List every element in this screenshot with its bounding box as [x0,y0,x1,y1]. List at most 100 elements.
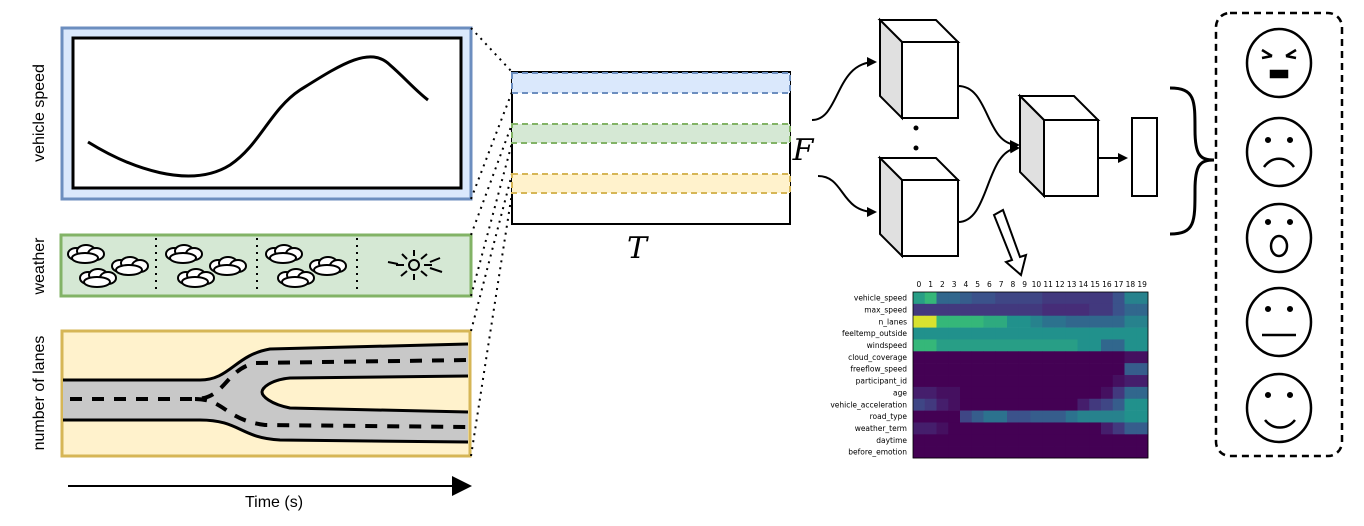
heatmap-cell [1077,410,1090,423]
heatmap-cell [948,327,961,340]
heatmap-cell [960,386,973,400]
heatmap-cell [1077,446,1090,459]
heatmap-cell [924,303,937,317]
heatmap-cell [983,375,996,388]
heatmap-cell [971,339,984,352]
heatmap-cell [971,410,984,423]
heatmap-cell [1007,363,1020,376]
heatmap-cell [1077,292,1090,305]
heatmap-cell [983,303,996,317]
heatmap-cell [1018,398,1031,411]
time-axis: Time (s) [68,476,472,511]
heatmap-cell [1077,351,1090,364]
heatmap-cell [924,410,937,423]
heatmap-cell [960,315,973,328]
cloud-icon [277,268,315,288]
heatmap-cell [1030,422,1043,435]
heatmap-cell [936,339,949,352]
heatmap-cell [971,292,984,305]
heatmap-row-label: freeflow_speed [850,365,907,374]
heatmap-cell [1030,446,1043,459]
heatmap-cell [1065,292,1078,305]
speed-curve [87,55,429,178]
heatmap-cell [983,363,996,376]
heatmap-cell [1089,446,1102,459]
heatmap-cell [1124,303,1137,317]
heatmap-cell [960,363,973,376]
heatmap-cell [1042,434,1055,447]
heatmap-column-label: 5 [975,280,980,289]
heatmap-cell [1136,315,1149,328]
heatmap-cell [1042,339,1055,352]
heatmap-cell [1136,363,1149,376]
heatmap-cell [1007,327,1020,340]
heatmap-cell [1065,339,1078,352]
heatmap-cell [1101,292,1114,305]
road-edge [63,342,469,382]
neutral-face-icon [1245,286,1313,358]
heatmap-cell [1101,410,1114,423]
heatmap-cell [1042,422,1055,435]
time-axis-label: Time (s) [245,494,303,511]
connector-line [470,142,513,297]
heatmap-cell [1101,327,1114,340]
heatmap-cell [936,410,949,423]
heatmap-cell [1077,363,1090,376]
heatmap-cell [971,315,984,328]
heatmap-cell [1077,339,1090,352]
heatmap-cell [1042,410,1055,423]
heatmap-cell [1054,292,1067,305]
heatmap-cell [1112,303,1125,317]
feature-matrix: T F [511,71,815,266]
heatmap-cell [1065,410,1078,423]
heatmap-cell [948,315,961,328]
encoder-cube-top [877,17,961,121]
heatmap-cell [936,434,949,447]
connector-lines [470,27,513,457]
sad-face-icon [1245,116,1313,188]
heatmap-cell [1065,446,1078,459]
heatmap-cell [913,315,926,328]
heatmap-cell [1124,446,1137,459]
heatmap-cell [913,351,926,364]
heatmap-cell [1030,327,1043,340]
heatmap-cell [1124,292,1137,305]
heatmap-cell [1042,375,1055,388]
heatmap-cell [995,351,1008,364]
heatmap-frame [912,291,1149,459]
heatmap-cell [995,375,1008,388]
heatmap-cell [913,386,926,400]
heatmap-cell [1136,422,1149,435]
heatmap-column-label: 18 [1126,280,1136,289]
heatmap-cell [983,292,996,305]
heatmap-cell [1124,422,1137,435]
heatmap-column-label: 8 [1010,280,1015,289]
road-surface [63,344,468,442]
heatmap-cell [1007,303,1020,317]
heatmap-cell [960,375,973,388]
heatmap-cell [1042,398,1055,411]
heatmap-cell [1112,327,1125,340]
heatmap-cell [936,303,949,317]
heatmap-cell [1101,398,1114,411]
heatmap-cell [1042,327,1055,340]
vehicle-speed-label: vehicle speed [31,64,48,162]
heatmap-column-label: 11 [1043,280,1053,289]
heatmap-cell [948,386,961,400]
heatmap-cell [1112,410,1125,423]
sun-icon [387,250,443,280]
heatmap-cell [948,398,961,411]
heatmap-cell [1054,398,1067,411]
heatmap-cell [983,422,996,435]
heatmap-cell [971,386,984,400]
heatmap-cell [1101,422,1114,435]
heatmap-row-label: max_speed [864,305,907,314]
heatmap-cell [1007,339,1020,352]
heatmap-cell [1077,375,1090,388]
heatmap-cell [1030,410,1043,423]
heatmap-cell [1101,375,1114,388]
heatmap-cell [983,434,996,447]
heatmap-cell [1077,434,1090,447]
heatmap-column-label: 16 [1102,280,1112,289]
